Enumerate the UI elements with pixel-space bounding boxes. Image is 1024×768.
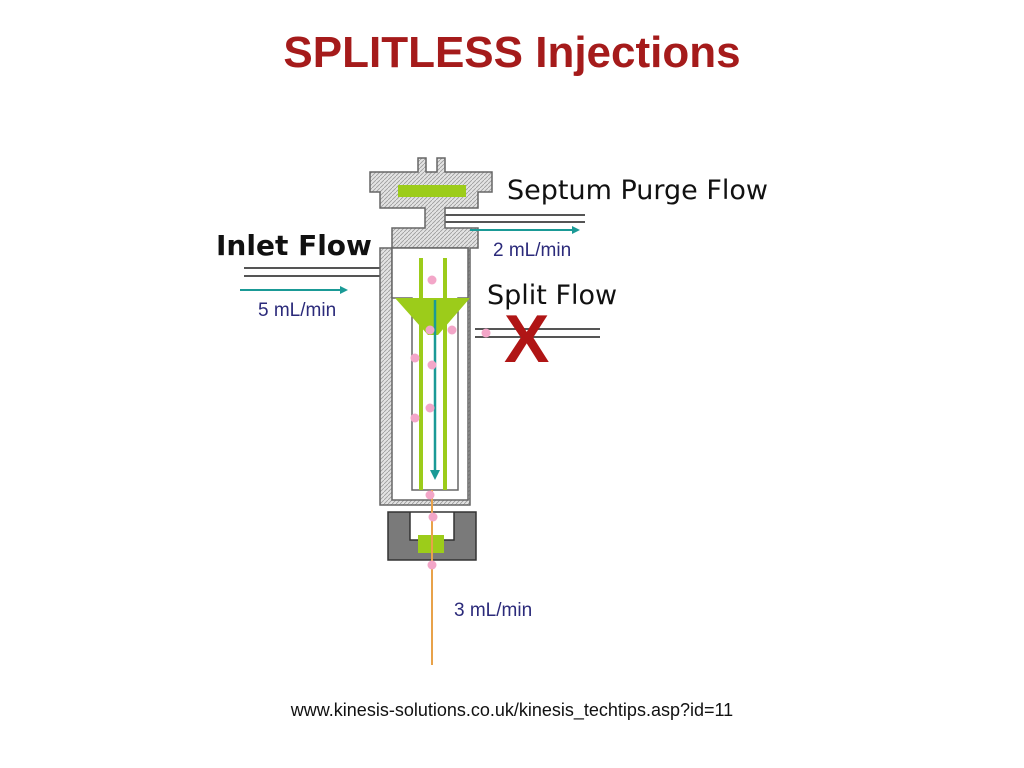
septum-purge-arrow	[470, 226, 580, 234]
column-rate: 3 mL/min	[454, 600, 532, 621]
inlet-rate: 5 mL/min	[258, 300, 336, 321]
column-nut	[387, 511, 477, 561]
split-vent-line	[475, 328, 600, 338]
split-label: Split Flow	[487, 280, 617, 311]
slide-title: SPLITLESS Injections	[283, 28, 741, 77]
inlet-arrow	[240, 286, 348, 294]
inlet-label: Inlet Flow	[216, 229, 372, 262]
split-blocked-mark: X	[504, 301, 549, 377]
septum-purge-line	[440, 214, 585, 223]
septum	[398, 185, 466, 197]
source-url: www.kinesis-solutions.co.uk/kinesis_tech…	[290, 700, 734, 720]
inlet-line	[244, 267, 392, 277]
liner-flow-arrowhead	[430, 470, 440, 480]
septum-purge-label: Septum Purge Flow	[507, 175, 768, 206]
glass-liner	[395, 258, 470, 490]
sample-droplets	[410, 275, 491, 570]
septum-purge-rate: 2 mL/min	[493, 240, 571, 261]
